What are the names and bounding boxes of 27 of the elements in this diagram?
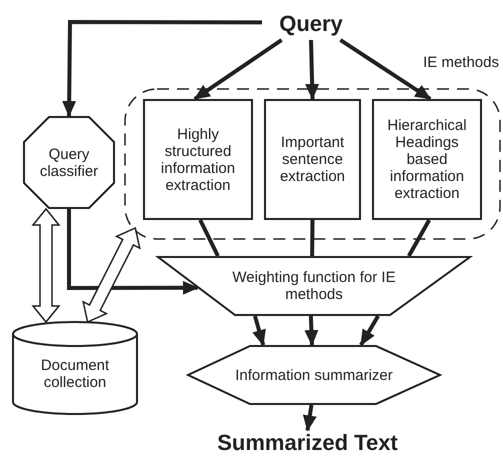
process-box <box>264 99 361 220</box>
shape-label: Weighting function for IE methods <box>231 269 397 303</box>
shape-label: Highly structured information extraction <box>160 126 236 194</box>
arrow <box>304 316 318 346</box>
double-arrow <box>31 208 61 324</box>
connector-line <box>198 219 220 257</box>
shape-label: Information summarizer <box>235 366 393 384</box>
process-box <box>143 99 253 220</box>
query-title: Query <box>279 11 343 37</box>
process-box <box>372 99 482 220</box>
arrow <box>339 38 432 101</box>
arrow <box>194 38 283 101</box>
connector-line <box>407 219 431 257</box>
arrow <box>359 314 380 346</box>
shape-label: Hierarchical Headings based information extraction <box>386 117 468 202</box>
shape-label: Important sentence extraction <box>278 134 346 185</box>
arrow <box>62 20 262 117</box>
arrow <box>305 40 320 100</box>
output-title: Summarized Text <box>217 430 398 456</box>
arrow <box>302 404 317 432</box>
connector-line <box>310 220 314 256</box>
arrow <box>67 209 199 295</box>
shape-label: Document collection <box>40 357 110 391</box>
arrow <box>252 315 266 346</box>
double-arrow <box>82 226 141 324</box>
group-heading: IE methods <box>423 54 499 71</box>
shape-label: Query classifier <box>38 146 100 180</box>
